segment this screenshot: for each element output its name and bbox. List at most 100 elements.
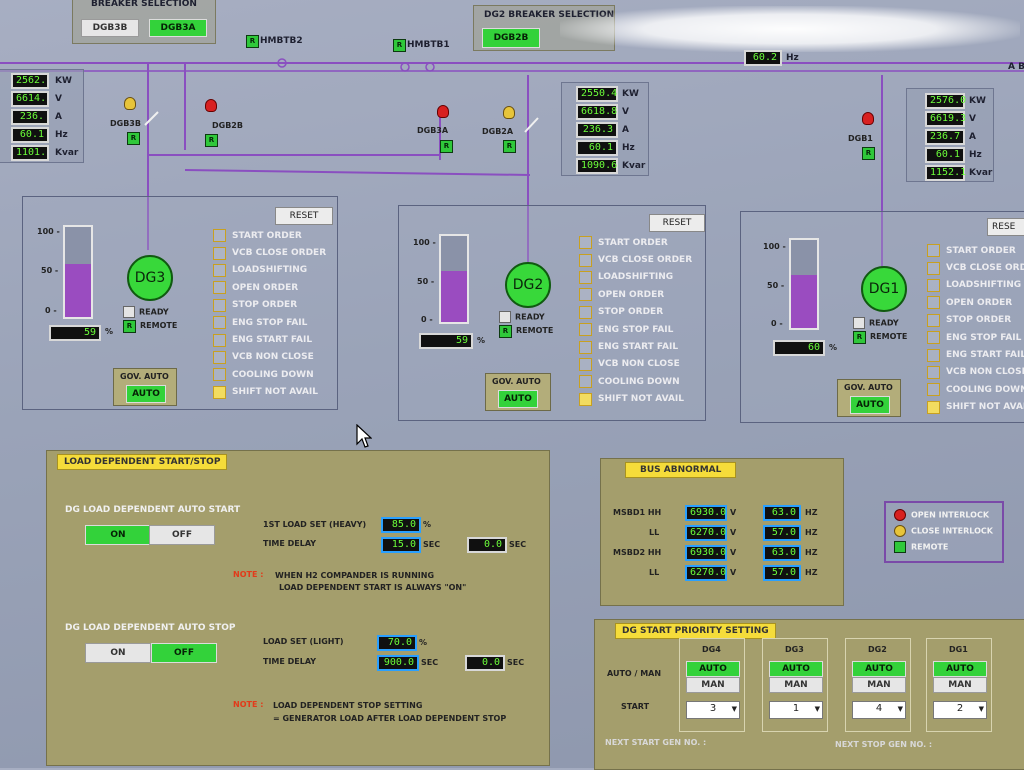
dg3-ready-indicator bbox=[123, 306, 135, 318]
dg3-a-unit: A bbox=[55, 112, 62, 122]
first-load-value[interactable]: 85.0 bbox=[381, 517, 421, 533]
dg2-scale-100: 100 - bbox=[413, 238, 436, 247]
bus-voltage-setpoint[interactable]: 6270.0 bbox=[685, 525, 727, 541]
dg2-order-label: VCB NON CLOSE bbox=[598, 359, 680, 370]
dg1-order-item: LOADSHIFTING bbox=[927, 277, 1024, 294]
start-delay-value[interactable]: 15.0 bbox=[381, 537, 421, 553]
dgb2a-close-interlock-lamp bbox=[503, 106, 515, 119]
close-interlock-icon bbox=[894, 525, 906, 537]
dg1-gov-auto-button[interactable]: AUTO bbox=[850, 396, 890, 414]
priority-start-select[interactable]: 4▼ bbox=[852, 701, 906, 719]
dg3-order-item: START ORDER bbox=[213, 227, 326, 244]
dg3-v-unit: V bbox=[55, 94, 62, 104]
dg2-reset-button[interactable]: RESET bbox=[649, 214, 705, 232]
dgb2b-open-interlock-lamp bbox=[205, 99, 217, 112]
priority-start-select[interactable]: 2▼ bbox=[933, 701, 987, 719]
dg2-order-item: COOLING DOWN bbox=[579, 373, 692, 390]
dg1-order-status-lamp bbox=[927, 244, 940, 258]
bus-voltage-setpoint[interactable]: 6930.0 bbox=[685, 505, 727, 521]
dg2-a-unit: A bbox=[622, 125, 629, 135]
priority-gen-name: DG2 bbox=[868, 645, 887, 654]
dg1-order-status-lamp bbox=[927, 383, 940, 397]
dg2-order-status-lamp bbox=[579, 236, 592, 250]
dgb3b-label: DGB3B bbox=[110, 119, 141, 128]
priority-start-select[interactable]: 3▼ bbox=[686, 701, 740, 719]
dg2-gov-auto-button[interactable]: AUTO bbox=[498, 390, 538, 408]
dg3-order-item: ENG STOP FAIL bbox=[213, 314, 326, 331]
bus-voltage-setpoint[interactable]: 6930.0 bbox=[685, 545, 727, 561]
dg1-order-label: STOP ORDER bbox=[946, 315, 1012, 326]
dgb3a-select-button[interactable]: DGB3A bbox=[149, 19, 207, 37]
legend-remote-label: REMOTE bbox=[911, 542, 949, 552]
dg2-order-status-lamp bbox=[579, 270, 592, 284]
priority-start-value: 3 bbox=[709, 703, 717, 714]
auto-start-off-button[interactable]: OFF bbox=[149, 525, 215, 545]
priority-man-button[interactable]: MAN bbox=[933, 677, 987, 693]
bus-row-label: LL bbox=[649, 568, 660, 577]
hmbtb2-remote-indicator: R bbox=[246, 35, 259, 48]
dg3-gov-auto-button[interactable]: AUTO bbox=[126, 385, 166, 403]
auto-stop-off-button[interactable]: OFF bbox=[151, 643, 217, 663]
dg3-generator-symbol: DG3 bbox=[127, 255, 173, 301]
bus-frequency-display: 60.2 bbox=[744, 50, 782, 66]
priority-panel: DG START PRIORITY SETTING AUTO / MAN STA… bbox=[594, 619, 1024, 770]
light-load-label: LOAD SET (LIGHT) bbox=[263, 637, 344, 646]
dgb2a-label: DGB2A bbox=[482, 127, 514, 136]
auto-stop-on-button[interactable]: ON bbox=[85, 643, 151, 663]
dg1-load-bar-fill bbox=[791, 275, 817, 328]
dgb1-label: DGB1 bbox=[848, 134, 873, 143]
dg3-reset-button[interactable]: RESET bbox=[275, 207, 333, 225]
priority-auto-button[interactable]: AUTO bbox=[686, 661, 740, 677]
dg1-reset-button[interactable]: RESE bbox=[987, 218, 1024, 236]
priority-man-button[interactable]: MAN bbox=[769, 677, 823, 693]
bus-frequency-setpoint[interactable]: 57.0 bbox=[763, 525, 801, 541]
first-load-percent: % bbox=[423, 520, 432, 529]
start-delay-elapsed: 0.0 bbox=[467, 537, 507, 553]
chevron-down-icon: ▼ bbox=[897, 705, 903, 713]
dg1-name: DG1 bbox=[868, 281, 900, 297]
dgb1-open-interlock-lamp bbox=[862, 112, 874, 125]
priority-title: DG START PRIORITY SETTING bbox=[615, 623, 776, 639]
priority-start-select[interactable]: 1▼ bbox=[769, 701, 823, 719]
dg3-order-status-lamp bbox=[213, 281, 226, 295]
bus-frequency-setpoint[interactable]: 63.0 bbox=[763, 545, 801, 561]
priority-auto-button[interactable]: AUTO bbox=[769, 661, 823, 677]
priority-man-button[interactable]: MAN bbox=[686, 677, 740, 693]
light-load-value[interactable]: 70.0 bbox=[377, 635, 417, 651]
dg1-remote-label: REMOTE bbox=[870, 332, 908, 341]
stop-delay-elapsed: 0.0 bbox=[465, 655, 505, 671]
dgb3b-select-button[interactable]: DGB3B bbox=[81, 19, 139, 37]
priority-auto-button[interactable]: AUTO bbox=[852, 661, 906, 677]
dg1-v-unit: V bbox=[969, 114, 976, 124]
dg1-order-status-lamp bbox=[927, 400, 940, 414]
bus-frequency-setpoint[interactable]: 57.0 bbox=[763, 565, 801, 581]
dgb2b-select-button[interactable]: DGB2B bbox=[482, 28, 540, 48]
dg2-order-status-lamp bbox=[579, 305, 592, 319]
dg3-ready-label: READY bbox=[139, 307, 169, 317]
bus-voltage-setpoint[interactable]: 6270.0 bbox=[685, 565, 727, 581]
dg3-order-label: SHIFT NOT AVAIL bbox=[232, 387, 318, 398]
priority-start-value: 1 bbox=[792, 703, 800, 714]
dg2-name: DG2 bbox=[512, 277, 544, 293]
bus-frequency-setpoint[interactable]: 63.0 bbox=[763, 505, 801, 521]
dg2-remote-label: REMOTE bbox=[516, 326, 554, 335]
dg2-order-item: ENG STOP FAIL bbox=[579, 321, 692, 338]
auto-start-on-button[interactable]: ON bbox=[85, 525, 151, 545]
dg3-order-status-lamp bbox=[213, 333, 226, 347]
stop-delay-label: TIME DELAY bbox=[263, 657, 317, 666]
legend-open-label: OPEN INTERLOCK bbox=[911, 510, 990, 520]
dg2-order-item: LOADSHIFTING bbox=[579, 269, 692, 286]
priority-man-button[interactable]: MAN bbox=[852, 677, 906, 693]
dg3-v-display: 6614. bbox=[11, 91, 49, 107]
stop-delay-sec: SEC bbox=[421, 658, 439, 667]
note-1-line-2: LOAD DEPENDENT START IS ALWAYS "ON" bbox=[279, 583, 467, 592]
priority-start-value: 4 bbox=[875, 703, 883, 714]
dg1-order-item: START ORDER bbox=[927, 242, 1024, 259]
dg3-order-status-lamp bbox=[213, 316, 226, 330]
stop-delay-value[interactable]: 900.0 bbox=[377, 655, 419, 671]
dg1-a-display: 236.7 bbox=[925, 129, 965, 145]
dg2-breaker-selection-title: DG2 BREAKER SELECTION bbox=[484, 10, 615, 20]
dg1-order-status-lamp bbox=[927, 331, 940, 345]
priority-auto-button[interactable]: AUTO bbox=[933, 661, 987, 677]
